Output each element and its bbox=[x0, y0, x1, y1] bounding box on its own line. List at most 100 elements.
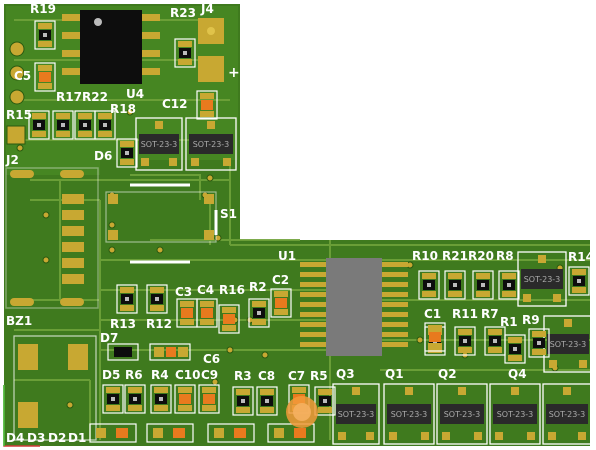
label-c4: C4 bbox=[197, 283, 214, 297]
smd-capacitor bbox=[424, 322, 446, 352]
label-j2: J2 bbox=[5, 153, 19, 167]
diode-d7 bbox=[107, 343, 139, 361]
smd-resistor bbox=[150, 384, 172, 414]
label-d6: D6 bbox=[94, 149, 112, 163]
pads-j4 bbox=[198, 18, 224, 82]
label-c1: C1 bbox=[424, 307, 441, 321]
label-c2: C2 bbox=[272, 273, 289, 287]
cap-c6 bbox=[149, 343, 191, 361]
label-d4: D4 bbox=[6, 431, 24, 445]
label-c6: C6 bbox=[203, 352, 220, 366]
label-r12: R12 bbox=[146, 317, 172, 331]
sot-package: SOT-23-3 bbox=[332, 383, 380, 445]
smd-resistor bbox=[248, 298, 270, 328]
label-j4: J4 bbox=[200, 2, 214, 16]
label-r17: R17 bbox=[56, 90, 82, 104]
smd-resistor bbox=[498, 270, 520, 300]
smd-resistor bbox=[146, 284, 168, 314]
pads-left-round bbox=[6, 41, 26, 145]
smd-resistor bbox=[232, 386, 254, 416]
label-c10: C10 bbox=[175, 368, 201, 382]
label-u1: U1 bbox=[278, 249, 296, 263]
smd-capacitor bbox=[270, 288, 292, 318]
label-c12: C12 bbox=[162, 97, 188, 111]
label-c9: C9 bbox=[201, 368, 218, 382]
smd-capacitor bbox=[196, 90, 218, 120]
label-r7: R7 bbox=[481, 307, 499, 321]
sot-label: SOT-23-3 bbox=[497, 410, 534, 419]
diode-row bbox=[89, 423, 315, 443]
label-c5: C5 bbox=[14, 69, 31, 83]
label-c3: C3 bbox=[175, 285, 192, 299]
smd-capacitor bbox=[198, 384, 220, 414]
sot-label: SOT-23-3 bbox=[141, 140, 178, 149]
smd-resistor bbox=[504, 334, 526, 364]
label-r19: R19 bbox=[30, 2, 56, 16]
label-r13: R13 bbox=[110, 317, 136, 331]
chip-u4 bbox=[62, 10, 160, 84]
silkscreen-labels: R19 R23 J4 C5 R17 R22 U4 R18 C12 R15 D6 … bbox=[5, 2, 594, 445]
label-r8: R8 bbox=[496, 249, 514, 263]
smd-resistor bbox=[52, 110, 74, 140]
label-u4: U4 bbox=[126, 87, 144, 101]
label-r14: R14 bbox=[568, 250, 594, 264]
label-r22: R22 bbox=[82, 90, 108, 104]
label-r3: R3 bbox=[234, 369, 252, 383]
smd-resistor bbox=[472, 270, 494, 300]
smd-group bbox=[28, 20, 590, 416]
sot-label: SOT-23-3 bbox=[338, 410, 375, 419]
sot-label: SOT-23-3 bbox=[193, 140, 230, 149]
sot-label: SOT-23-3 bbox=[444, 410, 481, 419]
label-q4: Q4 bbox=[508, 367, 527, 381]
label-r6: R6 bbox=[125, 368, 143, 382]
label-r10: R10 bbox=[412, 249, 438, 263]
label-d3: D3 bbox=[27, 431, 45, 445]
smd-resistor bbox=[94, 110, 116, 140]
sot-label: SOT-23-3 bbox=[550, 340, 587, 349]
label-d1: D1 bbox=[68, 431, 86, 445]
sot-package: SOT-23-3 bbox=[135, 117, 183, 171]
label-bz1: BZ1 bbox=[6, 314, 32, 328]
smd-resistor bbox=[102, 384, 124, 414]
label-d5: D5 bbox=[102, 368, 120, 382]
sot-label: SOT-23-3 bbox=[549, 410, 586, 419]
buzzer-bz1 bbox=[13, 335, 97, 441]
label-r18: R18 bbox=[110, 102, 136, 116]
sot-label: SOT-23-3 bbox=[524, 275, 561, 284]
sot-package: SOT-23-3 bbox=[542, 383, 592, 445]
smd-resistor bbox=[174, 38, 196, 68]
label-q2: Q2 bbox=[438, 367, 457, 381]
smd-resistor bbox=[116, 138, 138, 168]
label-r20: R20 bbox=[468, 249, 494, 263]
highlight-marker bbox=[286, 396, 318, 428]
smd-capacitor bbox=[196, 298, 218, 328]
connector-j2 bbox=[5, 167, 99, 309]
smd-resistor bbox=[568, 266, 590, 296]
sot-package: SOT-23-3 bbox=[436, 383, 488, 445]
label-q3: Q3 bbox=[336, 367, 355, 381]
label-d2: D2 bbox=[48, 431, 66, 445]
sot-package: SOT-23-3 bbox=[383, 383, 435, 445]
chip-u1 bbox=[300, 258, 408, 356]
label-r21: R21 bbox=[442, 249, 468, 263]
smd-capacitor bbox=[174, 384, 196, 414]
label-r15: R15 bbox=[6, 108, 32, 122]
smd-resistor bbox=[418, 270, 440, 300]
label-r4: R4 bbox=[151, 368, 169, 382]
smd-capacitor bbox=[218, 304, 240, 334]
label-c7: C7 bbox=[288, 369, 305, 383]
smd-resistor bbox=[256, 386, 278, 416]
sot-package: SOT-23-3 bbox=[517, 251, 567, 307]
label-plus: + bbox=[228, 65, 240, 81]
smd-resistor bbox=[528, 328, 550, 358]
switch-s1 bbox=[105, 183, 218, 264]
label-r23: R23 bbox=[170, 6, 196, 20]
label-d7: D7 bbox=[100, 331, 118, 345]
smd-resistor bbox=[124, 384, 146, 414]
smd-resistor bbox=[116, 284, 138, 314]
label-r2: R2 bbox=[249, 280, 267, 294]
label-r9: R9 bbox=[522, 313, 540, 327]
smd-resistor bbox=[314, 386, 336, 416]
